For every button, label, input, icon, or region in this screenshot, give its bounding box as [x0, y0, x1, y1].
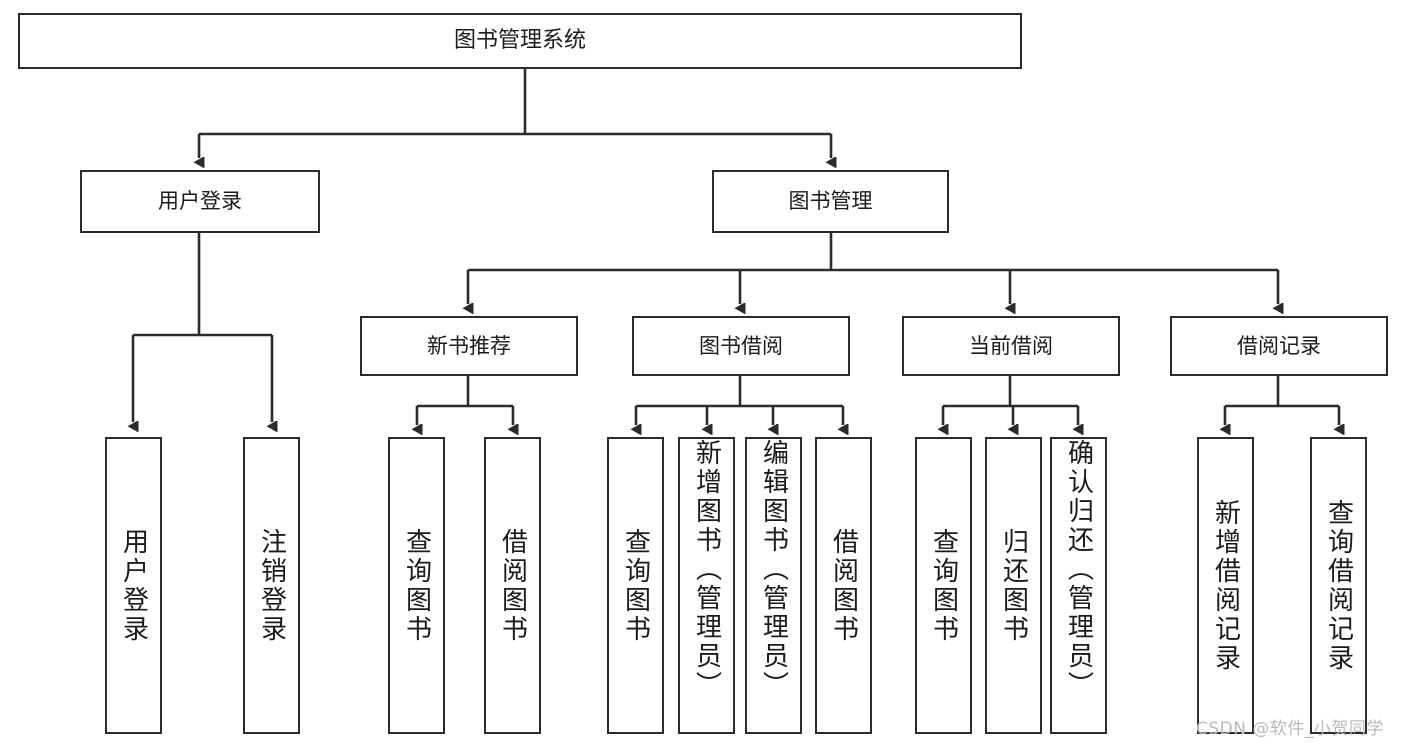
node-user-login[interactable]: 用户登录	[80, 170, 320, 233]
node-borrow-record[interactable]: 借阅记录	[1170, 316, 1388, 376]
leaf-bb-borrow-book-label: 借阅图书	[828, 527, 859, 644]
leaf-br-add-record[interactable]: 新增借阅记录	[1197, 437, 1254, 734]
leaf-cb-confirm-return[interactable]: 确认归还（管理员）	[1050, 437, 1107, 734]
node-current-borrow-label: 当前借阅	[969, 333, 1053, 358]
leaf-cb-return-book-label: 归还图书	[998, 527, 1029, 644]
leaf-bb-edit-book[interactable]: 编辑图书（管理员）	[745, 437, 802, 734]
node-root-label: 图书管理系统	[453, 28, 586, 54]
node-new-book-recommend[interactable]: 新书推荐	[360, 316, 578, 376]
leaf-bb-query-book-label: 查询图书	[620, 527, 651, 644]
leaf-cb-confirm-return-label: 确认归还（管理员）	[1063, 439, 1094, 700]
leaf-bb-borrow-book[interactable]: 借阅图书	[815, 437, 872, 734]
leaf-nb-query-book[interactable]: 查询图书	[388, 437, 445, 734]
leaf-bb-add-book[interactable]: 新增图书（管理员）	[678, 437, 735, 734]
watermark-text: CSDN @软件_小贺同学	[1196, 719, 1384, 739]
leaf-user-login[interactable]: 用户登录	[105, 437, 162, 734]
leaf-br-add-record-label: 新增借阅记录	[1210, 498, 1241, 673]
leaf-logout[interactable]: 注销登录	[243, 437, 300, 734]
leaf-user-login-label: 用户登录	[118, 527, 149, 644]
node-user-login-label: 用户登录	[158, 189, 242, 214]
node-book-borrow-label: 图书借阅	[699, 333, 783, 358]
leaf-nb-query-book-label: 查询图书	[401, 527, 432, 644]
node-book-borrow[interactable]: 图书借阅	[632, 316, 850, 376]
node-borrow-record-label: 借阅记录	[1237, 333, 1321, 358]
leaf-bb-edit-book-label: 编辑图书（管理员）	[758, 439, 789, 700]
node-root[interactable]: 图书管理系统	[18, 13, 1022, 69]
node-new-book-recommend-label: 新书推荐	[427, 333, 511, 358]
leaf-br-query-record-label: 查询借阅记录	[1323, 498, 1354, 673]
node-current-borrow[interactable]: 当前借阅	[902, 316, 1120, 376]
leaf-bb-add-book-label: 新增图书（管理员）	[691, 439, 722, 700]
leaf-cb-return-book[interactable]: 归还图书	[985, 437, 1042, 734]
node-book-management[interactable]: 图书管理	[712, 170, 949, 233]
node-book-management-label: 图书管理	[788, 189, 873, 214]
leaf-bb-query-book[interactable]: 查询图书	[607, 437, 664, 734]
leaf-nb-borrow-book-label: 借阅图书	[497, 527, 528, 644]
leaf-nb-borrow-book[interactable]: 借阅图书	[484, 437, 541, 734]
leaf-br-query-record[interactable]: 查询借阅记录	[1310, 437, 1367, 734]
leaf-logout-label: 注销登录	[256, 527, 287, 644]
leaf-cb-query-book[interactable]: 查询图书	[915, 437, 972, 734]
leaf-cb-query-book-label: 查询图书	[928, 527, 959, 644]
